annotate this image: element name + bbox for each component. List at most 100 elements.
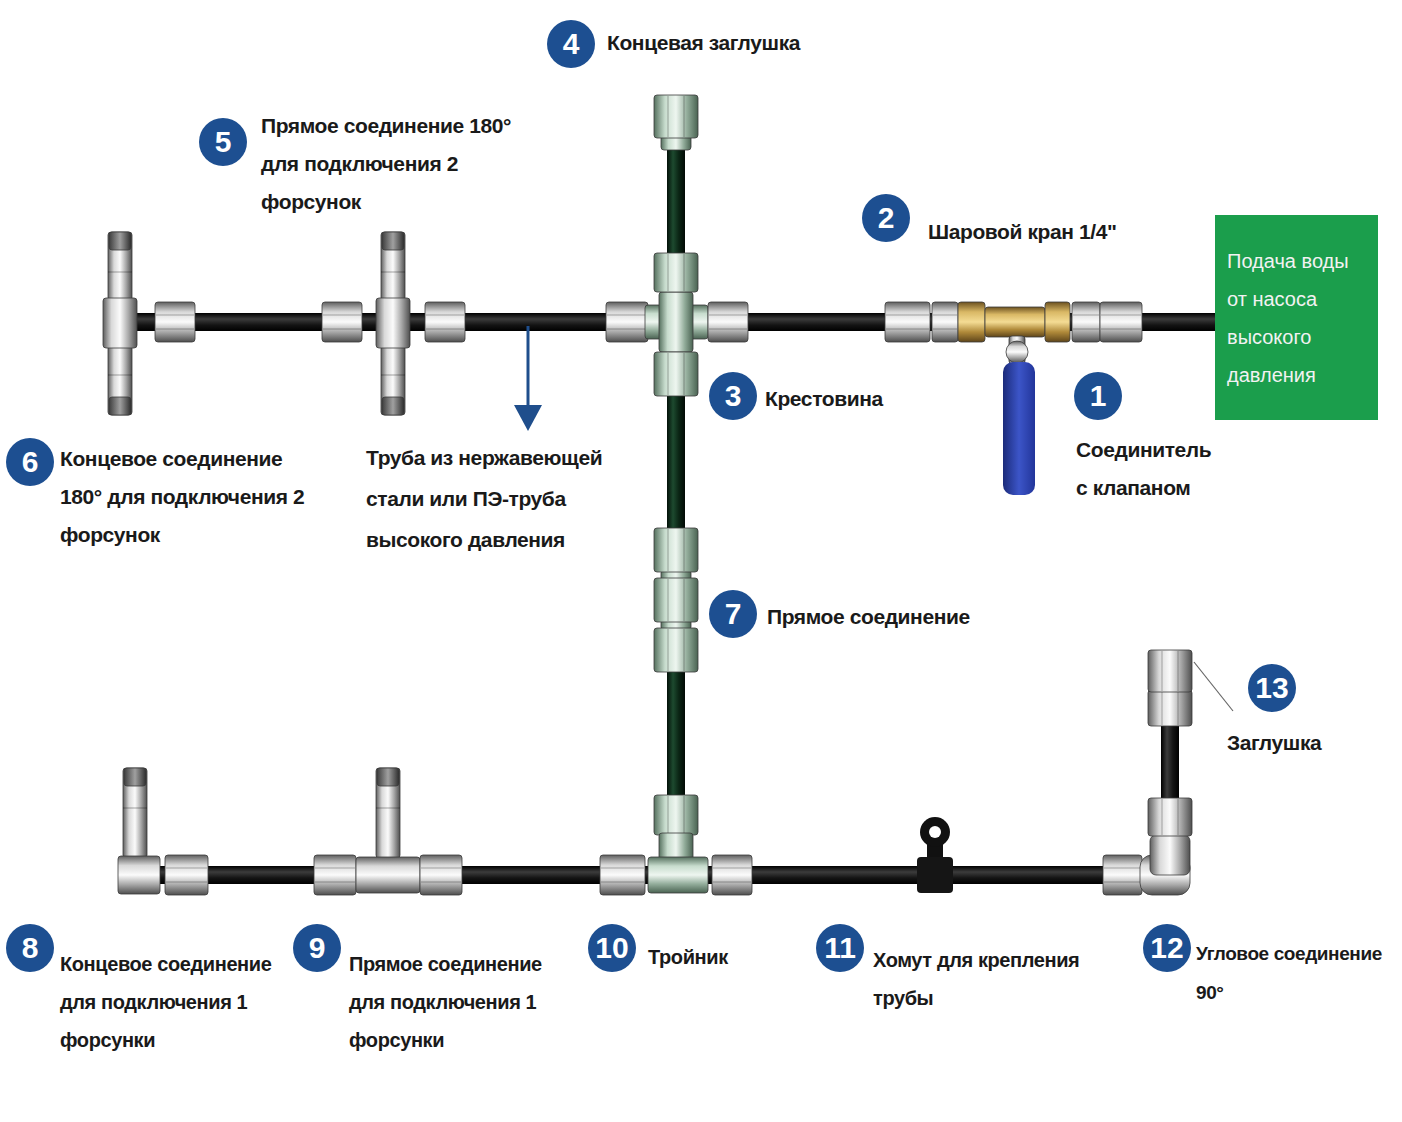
nut-facet xyxy=(421,868,461,869)
label-slot: Заглушка xyxy=(1227,724,1367,762)
nozzle xyxy=(376,768,400,858)
nut-facet xyxy=(323,315,361,316)
pipe xyxy=(667,138,685,863)
valve-lever xyxy=(1003,362,1035,495)
nut-facet xyxy=(1073,329,1099,330)
callout-badge: 7 xyxy=(709,590,757,638)
callout-number: 12 xyxy=(1150,933,1183,963)
nut-facet xyxy=(684,529,685,571)
valve-body xyxy=(1045,302,1070,342)
nut-facet xyxy=(1162,651,1163,691)
nut-facet xyxy=(421,882,461,883)
callout-badge: 6 xyxy=(6,438,54,486)
box-text: Подача воды от насоса высокого давления xyxy=(1227,242,1366,394)
label-slot: Концевое соединение для подключения 1 фо… xyxy=(60,945,288,1059)
hex-nut xyxy=(654,528,698,572)
label-slot: Концевое соединение 180° для подключения… xyxy=(60,440,318,554)
hex-nut xyxy=(1148,798,1192,836)
nozzle-tip xyxy=(124,768,146,786)
nut-facet xyxy=(933,315,957,316)
leader-line xyxy=(1194,662,1233,711)
nut-facet xyxy=(668,629,669,671)
callout-number: 2 xyxy=(878,203,895,233)
nozzle xyxy=(381,232,405,302)
label-slot: Прямое соединение для подключения 1 форс… xyxy=(349,945,577,1059)
hex-nut xyxy=(708,302,748,342)
nozzle-ring xyxy=(381,272,405,273)
nut-facet xyxy=(426,315,464,316)
part-label: Концевое соединение для подключения 1 фо… xyxy=(60,945,288,1059)
nozzle-ring xyxy=(108,272,132,273)
label-slot: Тройник xyxy=(648,938,798,976)
nut-facet xyxy=(156,329,194,330)
tee-body xyxy=(376,298,410,348)
nut-facet xyxy=(886,315,929,316)
callout-badge: 4 xyxy=(547,20,595,68)
callout-number: 7 xyxy=(725,599,742,629)
tee-body xyxy=(356,857,420,893)
callout-badge: 13 xyxy=(1248,664,1296,712)
hex-nut xyxy=(1072,302,1100,342)
nut-facet xyxy=(601,882,644,883)
callout-badge: 10 xyxy=(588,924,636,972)
nut-facet xyxy=(684,629,685,671)
part-label: Прямое соединение для подключения 1 форс… xyxy=(349,945,577,1059)
label-slot: Труба из нержавеющей стали или ПЭ-труба … xyxy=(366,437,644,560)
part-label: Прямое соединение xyxy=(767,598,1027,636)
nozzle-tip xyxy=(377,768,399,786)
nozzle-tip xyxy=(109,397,131,415)
nozzle xyxy=(108,344,132,415)
nut-facet xyxy=(1162,799,1163,835)
nut-facet xyxy=(668,96,669,137)
nut-facet xyxy=(315,882,355,883)
nut-facet xyxy=(668,254,669,291)
hex-nut xyxy=(1148,650,1192,692)
nut-facet xyxy=(1178,799,1179,835)
callout-number: 11 xyxy=(824,933,856,963)
nut-facet xyxy=(684,353,685,395)
callout-badge: 9 xyxy=(293,924,341,972)
clamp-hole xyxy=(929,826,941,838)
hex-nut xyxy=(1103,855,1142,895)
part-label: Труба из нержавеющей стали или ПЭ-труба … xyxy=(366,437,644,560)
nozzle-ring xyxy=(123,808,147,809)
callout-badge: 8 xyxy=(6,924,54,972)
label-slot: Концевая заглушка xyxy=(607,28,887,58)
callout-badge: 11 xyxy=(816,924,864,972)
nut-facet xyxy=(601,868,644,869)
tee-body xyxy=(103,298,137,348)
nut-facet xyxy=(684,796,685,834)
label-slot: Крестовина xyxy=(765,380,965,418)
part-label: Концевая заглушка xyxy=(607,28,887,58)
hex-nut xyxy=(606,302,648,342)
nut-facet xyxy=(668,529,669,571)
callout-number: 13 xyxy=(1255,673,1288,703)
hex-nut xyxy=(712,855,752,895)
pointer-arrow xyxy=(527,326,530,410)
hex-nut xyxy=(654,352,698,396)
hex-nut xyxy=(155,302,195,342)
clamp-band xyxy=(917,857,953,893)
label-slot: Прямое соединение xyxy=(767,598,1027,636)
label-slot: Прямое соединение 180° для подключения 2… xyxy=(261,107,519,221)
nozzle-ring xyxy=(381,375,405,376)
label-slot: Шаровой кран 1/4" xyxy=(928,213,1178,251)
nozzle xyxy=(108,232,132,302)
callout-number: 1 xyxy=(1090,381,1107,411)
nut-facet xyxy=(166,868,207,869)
callout-badge: 3 xyxy=(709,372,757,420)
clamp-ring xyxy=(920,817,950,847)
supply-box: Подача воды от насоса высокого давления xyxy=(1215,215,1378,420)
hex-nut xyxy=(654,253,698,292)
nozzle-ring xyxy=(376,808,400,809)
nozzle xyxy=(123,768,147,858)
arrow-head xyxy=(514,405,542,431)
nut-facet xyxy=(713,882,751,883)
nut-facet xyxy=(713,868,751,869)
hex-nut xyxy=(322,302,362,342)
elbow-body xyxy=(1150,835,1190,875)
cross-body xyxy=(659,292,693,352)
nut-facet xyxy=(668,796,669,834)
nut-facet xyxy=(684,579,685,621)
